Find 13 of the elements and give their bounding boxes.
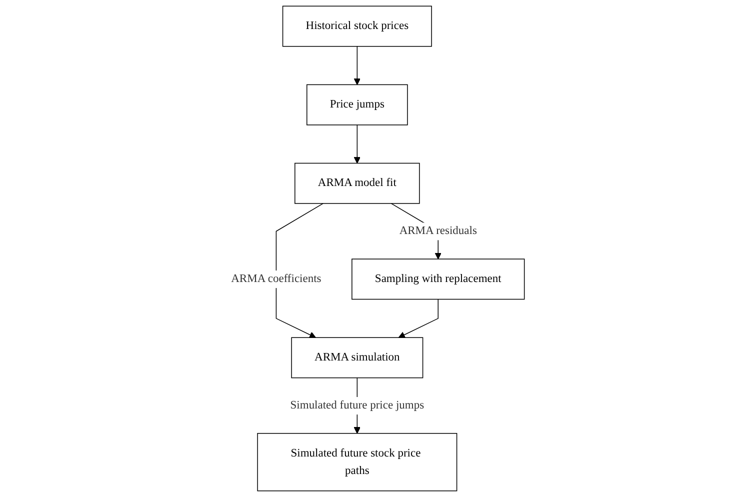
node-box: ARMA model fit [294, 162, 420, 204]
node-box: Price jumps [306, 84, 408, 126]
arrow [354, 46, 361, 85]
edge-label: ARMA coefficients [231, 272, 322, 286]
edge-label: ARMA residuals [400, 224, 478, 238]
arrow [354, 124, 361, 164]
node-box: Simulated future stock price paths [257, 433, 458, 492]
edge-label: Simulated future price jumps [290, 399, 424, 412]
arrow [276, 203, 324, 338]
arrow [398, 298, 439, 338]
node-box: Historical stock prices [282, 6, 432, 47]
node-box: Sampling with replacement [352, 258, 525, 300]
node-box: ARMA simulation [291, 337, 424, 378]
